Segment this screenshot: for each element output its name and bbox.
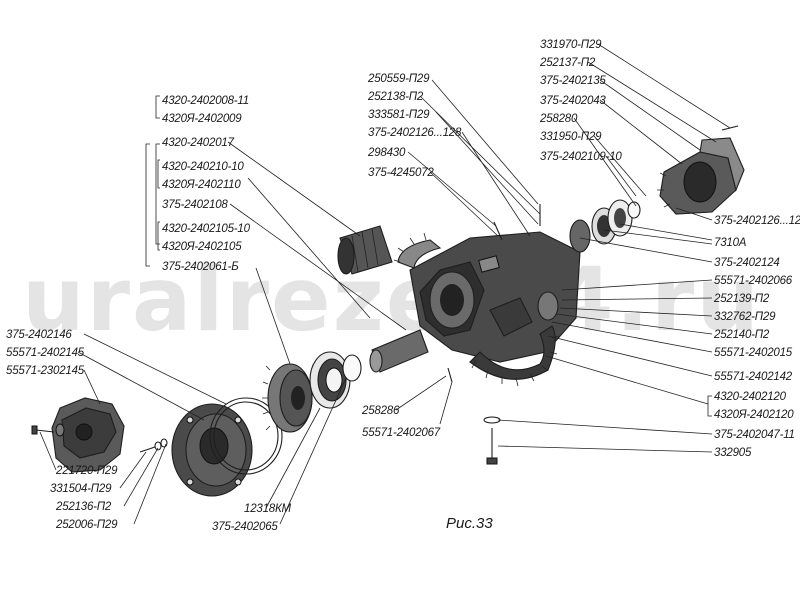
label-part: 252138-П2 <box>367 91 424 103</box>
label-part: 375-4245072 <box>368 167 434 179</box>
label-part: 331970-П29 <box>540 39 602 51</box>
pinion-gear <box>337 225 393 275</box>
label-part: 332905 <box>714 447 752 459</box>
label-part: 250559-П29 <box>367 73 430 85</box>
label-part: 252140-П2 <box>713 329 770 341</box>
pin-258286 <box>447 367 453 383</box>
label-part: 4320Я-2402110 <box>162 179 241 191</box>
label-part: 375-2402124 <box>714 257 780 269</box>
label-part: 298430 <box>367 147 406 159</box>
gasket <box>209 397 283 475</box>
label-part: 221720-П29 <box>55 465 118 477</box>
figure-caption: Рис.33 <box>446 515 493 532</box>
label-part: 4320-240210-10 <box>162 161 244 173</box>
label-part: 4320Я-2402009 <box>162 113 242 125</box>
label-part: 252136-П2 <box>55 501 112 513</box>
label-part: 4320-2402017 <box>162 137 235 149</box>
label-part: 4320-2402105-10 <box>162 223 251 235</box>
label-part: 258280 <box>539 113 578 125</box>
label-part: 252006-П29 <box>55 519 118 531</box>
label-part: 375-2402061-Б <box>162 261 239 273</box>
label-part: 55571-2402015 <box>714 347 793 359</box>
label-part: 375-2402135 <box>540 75 606 87</box>
watermark: uralrezerv4.ru <box>22 248 761 351</box>
bolt-left <box>31 425 55 435</box>
bevel-gear <box>262 363 313 433</box>
label-part: 332762-П29 <box>714 311 776 323</box>
shaft <box>369 329 429 373</box>
roller-bearing <box>309 351 362 409</box>
bolt-and-washers <box>139 438 168 453</box>
label-part: 4320-2402120 <box>714 391 787 403</box>
shim-258280 <box>627 201 641 219</box>
bearing-7310A <box>569 199 633 253</box>
label-part: 55571-2402067 <box>362 427 441 439</box>
label-part: 55571-2402066 <box>714 275 793 287</box>
label-part: 375-2402126...128 <box>714 215 800 227</box>
label-part: 55571-2302145 <box>6 365 85 377</box>
leader-lines <box>39 43 731 525</box>
label-part: 258286 <box>361 405 400 417</box>
crown-gear <box>469 325 560 387</box>
label-part: 333581-П29 <box>368 109 430 121</box>
label-part: 375-2402109-10 <box>540 151 622 163</box>
label-part: 331504-П29 <box>50 483 112 495</box>
label-part: 4320-2402008-11 <box>162 95 249 107</box>
bracket-right <box>707 395 712 417</box>
label-part: 252139-П2 <box>713 293 770 305</box>
label-part: 375-2402146 <box>6 329 72 341</box>
label-part: 55571-2402142 <box>714 371 793 383</box>
label-part: 375-2402126...128 <box>368 127 462 139</box>
bearing-cover <box>657 137 745 215</box>
differential-housing <box>409 231 581 363</box>
label-part: 375-2402047-11 <box>714 429 795 441</box>
label-part: 7310А <box>714 237 747 249</box>
label-part: 4320Я-2402105 <box>162 241 242 253</box>
label-part: 375-2402043 <box>540 95 606 107</box>
label-part: 375-2402108 <box>162 199 228 211</box>
bottom-bolt <box>483 416 501 465</box>
label-part: 331950-П29 <box>540 131 602 143</box>
label-part: 12318КМ <box>244 503 292 515</box>
label-part: 4320Я-2402120 <box>714 409 794 421</box>
bracket-group-left <box>145 95 160 267</box>
cover-far-left <box>51 397 125 473</box>
label-part: 55571-2402145 <box>6 347 85 359</box>
label-part: 252137-П2 <box>539 57 596 69</box>
label-part: 375-2402065 <box>212 521 278 533</box>
gear-flange <box>393 232 442 269</box>
